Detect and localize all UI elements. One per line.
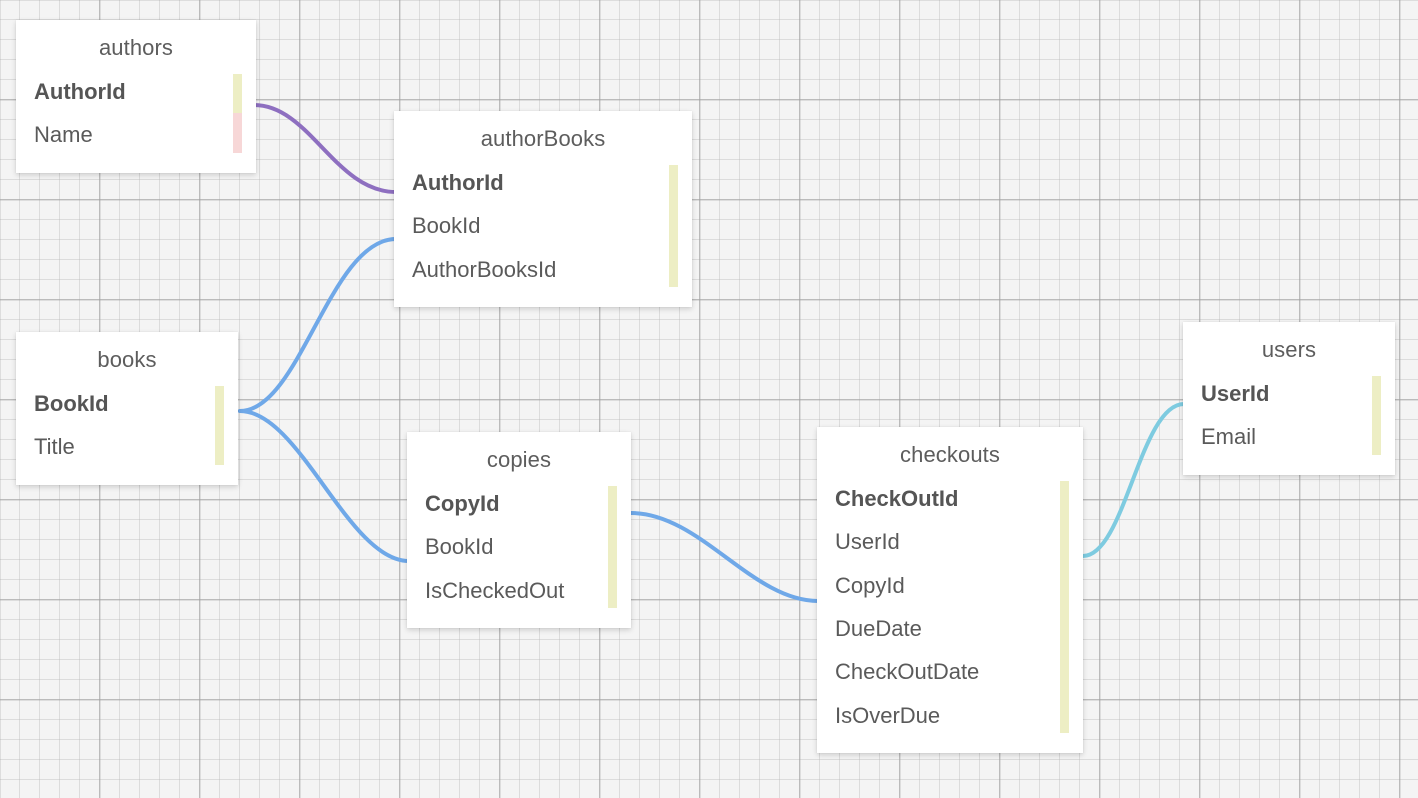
field-row-authorid[interactable]: AuthorId: [412, 170, 504, 196]
relationship-edge-authors-authorBooks[interactable]: [252, 103, 398, 194]
relationship-edge-books-copies[interactable]: [238, 409, 411, 563]
field-row-email[interactable]: Email: [1201, 424, 1257, 450]
field-bar-yellow: [1060, 523, 1069, 566]
field-row-ischeckedout[interactable]: IsCheckedOut: [425, 577, 565, 603]
field-bar-yellow: [669, 165, 678, 206]
table-title: copies: [486, 447, 552, 472]
field-bar-pink: [233, 113, 242, 153]
field-color-bars: [233, 74, 242, 153]
field-row-userid[interactable]: UserId: [835, 529, 900, 555]
field-row-checkoutid[interactable]: CheckOutId: [835, 486, 959, 512]
field-row-bookid[interactable]: BookId: [34, 391, 109, 417]
field-bar-yellow: [1060, 649, 1069, 692]
field-row-userid[interactable]: UserId: [1201, 381, 1270, 407]
table-title: authors: [98, 35, 174, 60]
field-bar-yellow: [215, 425, 224, 465]
field-bar-yellow: [1060, 607, 1069, 650]
field-bar-yellow: [215, 386, 224, 426]
table-title: users: [1261, 337, 1317, 362]
field-bar-yellow: [608, 486, 617, 527]
field-row-bookid[interactable]: BookId: [425, 534, 494, 560]
field-row-name[interactable]: Name: [34, 122, 93, 148]
field-color-bars: [669, 165, 678, 288]
field-color-bars: [1060, 481, 1069, 733]
field-bar-yellow: [1372, 376, 1381, 416]
field-bar-yellow: [233, 74, 242, 114]
relationship-edge-books-authorBooks[interactable]: [238, 237, 398, 413]
field-bar-yellow: [608, 526, 617, 568]
field-bar-yellow: [1060, 691, 1069, 733]
relationship-edge-copies-checkouts[interactable]: [629, 511, 820, 603]
relationship-edge-checkouts-users[interactable]: [1081, 402, 1186, 558]
field-color-bars: [215, 386, 224, 465]
field-row-authorid[interactable]: AuthorId: [34, 79, 126, 105]
field-bar-yellow: [608, 567, 617, 609]
field-row-duedate[interactable]: DueDate: [835, 616, 922, 642]
field-row-isoverdue[interactable]: IsOverDue: [835, 702, 941, 728]
field-color-bars: [1372, 376, 1381, 455]
field-row-copyid[interactable]: CopyId: [835, 572, 905, 598]
field-bar-yellow: [669, 246, 678, 288]
table-title: books: [97, 347, 157, 372]
field-bar-yellow: [1060, 481, 1069, 524]
field-bar-yellow: [669, 205, 678, 247]
field-row-title[interactable]: Title: [34, 434, 75, 460]
field-row-checkoutdate[interactable]: CheckOutDate: [835, 659, 980, 685]
field-row-copyid[interactable]: CopyId: [425, 491, 500, 517]
field-bar-yellow: [1060, 565, 1069, 608]
field-row-bookid[interactable]: BookId: [412, 213, 481, 239]
field-row-authorbooksid[interactable]: AuthorBooksId: [412, 256, 557, 282]
table-title: authorBooks: [480, 126, 606, 151]
field-bar-yellow: [1372, 415, 1381, 455]
table-title: checkouts: [900, 442, 1000, 467]
field-color-bars: [608, 486, 617, 609]
